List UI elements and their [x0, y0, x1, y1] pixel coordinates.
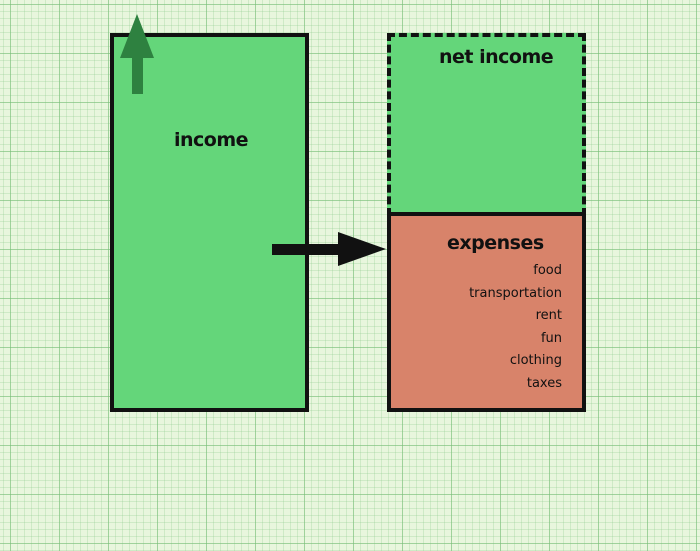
expenses-box: expenses food transportation rent fun cl… — [387, 212, 586, 412]
expense-list: food transportation rent fun clothing ta… — [469, 260, 562, 395]
net-income-label: net income — [439, 46, 554, 68]
arrow-up-icon — [120, 14, 154, 94]
expense-item-rent: rent — [535, 308, 562, 323]
net-income-box: net income — [387, 33, 586, 216]
expense-item-clothing: clothing — [509, 353, 562, 368]
expenses-label: expenses — [447, 232, 544, 254]
arrow-right-icon — [272, 232, 386, 266]
expense-item-taxes: taxes — [526, 375, 562, 391]
income-label: income — [174, 129, 249, 151]
income-box: income — [110, 33, 309, 412]
expense-item-food: food — [533, 263, 562, 278]
expense-item-fun: fun — [540, 330, 562, 346]
expense-item-transportation: transportation — [469, 285, 562, 301]
